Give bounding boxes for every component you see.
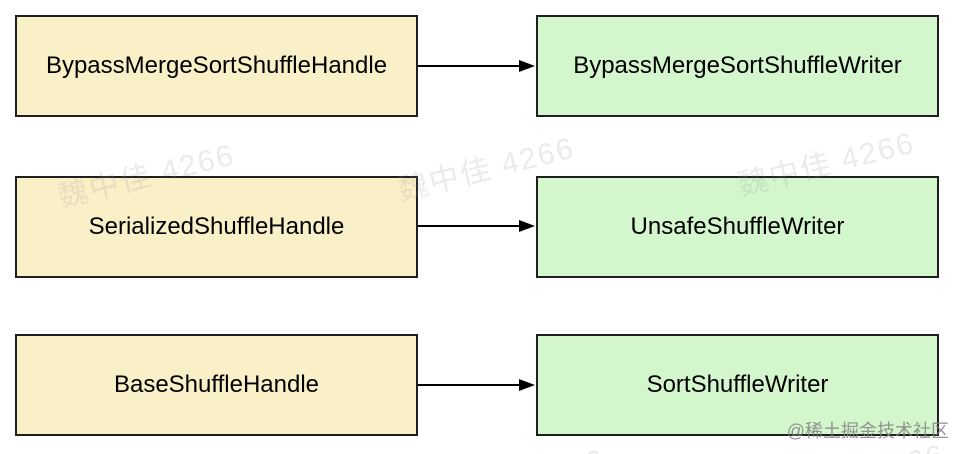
node-label: BypassMergeSortShuffleHandle <box>45 52 388 79</box>
node-unsafe-shuffle-writer: UnsafeShuffleWriter <box>536 176 939 278</box>
node-sort-shuffle-writer: SortShuffleWriter <box>536 334 939 436</box>
node-label: SortShuffleWriter <box>646 371 829 398</box>
arrow-right-connector <box>418 379 535 391</box>
node-bypass-merge-sort-shuffle-handle: BypassMergeSortShuffleHandle <box>15 15 418 117</box>
node-bypass-merge-sort-shuffle-writer: BypassMergeSortShuffleWriter <box>536 15 939 117</box>
node-base-shuffle-handle: BaseShuffleHandle <box>15 334 418 436</box>
node-label: UnsafeShuffleWriter <box>630 213 845 240</box>
node-label: BaseShuffleHandle <box>113 371 320 398</box>
arrowhead-icon <box>519 220 535 232</box>
node-label: BypassMergeSortShuffleWriter <box>573 52 902 79</box>
tiled-watermark: 魏中佳 4266 <box>82 438 277 454</box>
arrow-right-connector <box>418 60 535 72</box>
arrowhead-icon <box>519 60 535 72</box>
arrow-right-connector <box>418 220 535 232</box>
arrowhead-icon <box>519 379 535 391</box>
node-serialized-shuffle-handle: SerializedShuffleHandle <box>15 176 418 278</box>
node-label: SerializedShuffleHandle <box>88 213 345 240</box>
